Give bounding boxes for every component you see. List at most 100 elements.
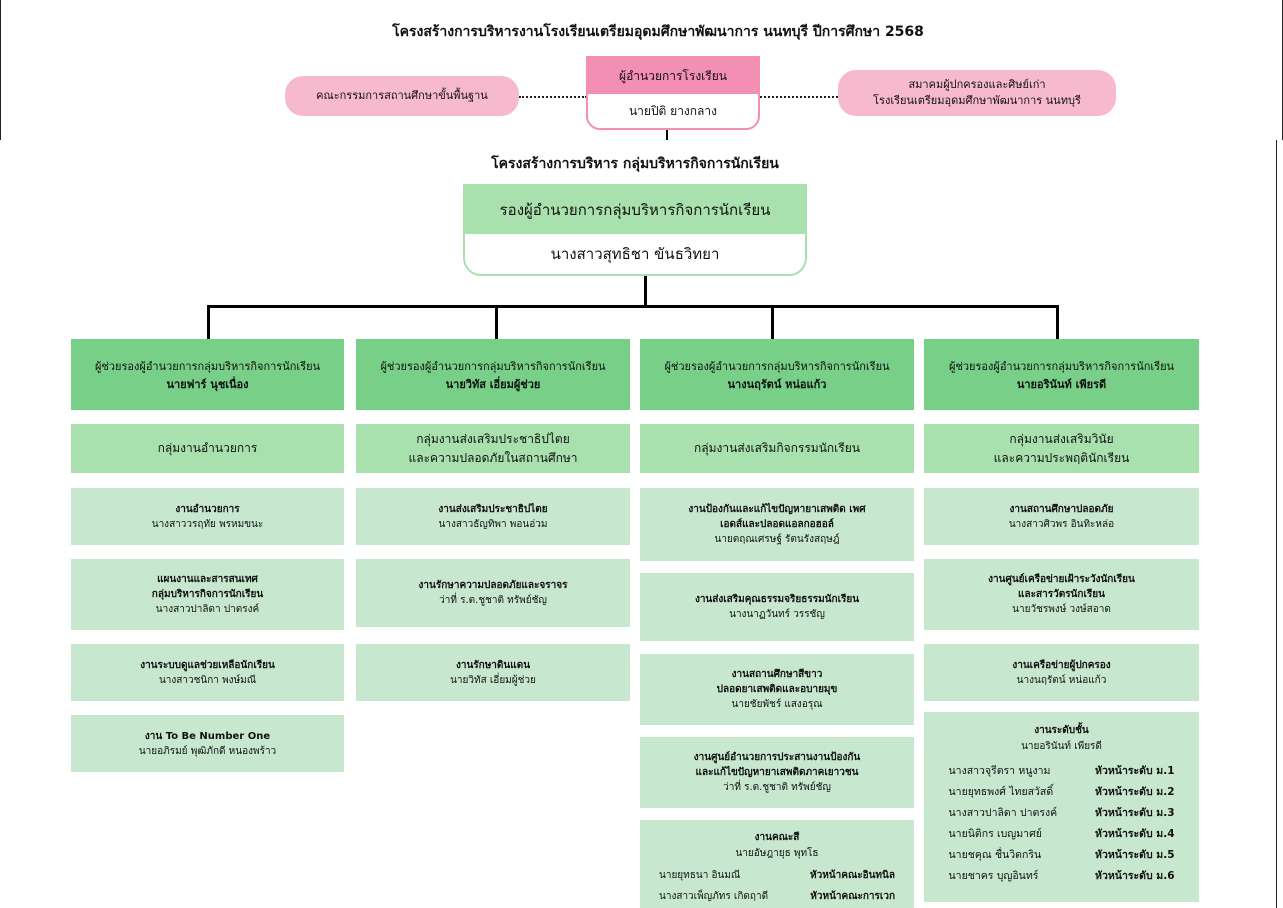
connector-deputy-down <box>644 276 647 306</box>
assistant-title: ผู้ช่วยรองผู้อำนวยการกลุ่มบริหารกิจการนั… <box>94 359 321 373</box>
director-box: ผู้อำนวยการโรงเรียน นายปิติ ยางกลาง <box>586 56 760 130</box>
color-team-row: นางสาวเพ็ญภัทร เกิดฤาดี หัวหน้าคณะการเวก <box>659 891 895 902</box>
connector-col3 <box>771 305 774 339</box>
association-pill: สมาคมผู้ปกครองและศิษย์เก่า โรงเรียนเตรีย… <box>838 70 1116 116</box>
task-person: นายวิทัส เอี่ยมผู้ช่วย <box>450 674 536 686</box>
task-person: นางสาวปาลิดา ปาตรงค์ <box>155 604 260 615</box>
task-title: งาน To Be Number One <box>144 730 271 742</box>
task-title: งานอำนวยการ <box>175 503 240 515</box>
level-team-box: งานระดับชั้น นายอรินันท์ เพียรดี นางสาวจ… <box>924 712 1199 902</box>
task-title: งานระบบดูแลช่วยเหลือนักเรียน <box>140 659 275 671</box>
task-person: นางนาฏวันทร์ วรรชัญ <box>729 609 825 620</box>
task-box: งาน To Be Number One นายอภิรมย์ พุฒิภักด… <box>71 715 344 772</box>
task-title: งานสถานศึกษาปลอดภัย <box>1009 503 1114 515</box>
color-team-box: งานคณะสี นายอัษฎายุธ พุทโธ นายยุทธนา อิน… <box>640 820 914 908</box>
task-title: งานส่งเสริมคุณธรรมจริยธรรมนักเรียน <box>694 594 860 605</box>
task-person: นายอภิรมย์ พุฒิภักดี หนองพร้าว <box>138 745 277 757</box>
group-box-3: กลุ่มงานส่งเสริมกิจกรรมนักเรียน <box>640 424 914 473</box>
assistant-box-1: ผู้ช่วยรองผู้อำนวยการกลุ่มบริหารกิจการนั… <box>71 339 344 410</box>
group-box-1: กลุ่มงานอำนวยการ <box>71 424 344 473</box>
assistant-title: ผู้ช่วยรองผู้อำนวยการกลุ่มบริหารกิจการนั… <box>664 359 890 373</box>
association-line-1: สมาคมผู้ปกครองและศิษย์เก่า <box>908 78 1046 91</box>
group-label: กลุ่มงานส่งเสริมกิจกรรมนักเรียน <box>694 441 860 455</box>
task-title: และสารวัตรนักเรียน <box>1018 589 1105 600</box>
connector-dotted-right <box>760 96 838 98</box>
task-title: งานระดับชั้น <box>1034 725 1089 736</box>
task-box: งานสถานศึกษาสีขาว ปลอดยาเสพติดและอบายมุข… <box>640 654 914 725</box>
level-row: นายชคุณ ชื่นวิตกริน หัวหน้าระดับ ม.5 <box>948 849 1175 861</box>
connector-col4 <box>1056 305 1059 339</box>
connector-col2 <box>495 305 498 339</box>
assistant-box-3: ผู้ช่วยรองผู้อำนวยการกลุ่มบริหารกิจการนั… <box>640 339 914 410</box>
task-box: งานรักษาความปลอดภัยและจราจร ว่าที่ ร.ต.ช… <box>356 559 630 627</box>
task-box: งานสถานศึกษาปลอดภัย นางสาวศิวพร อินทิะหล… <box>924 488 1199 545</box>
task-title: งานศูนย์เครือข่ายเฝ้าระวังนักเรียน <box>988 574 1135 585</box>
assistant-box-4: ผู้ช่วยรองผู้อำนวยการกลุ่มบริหารกิจการนั… <box>924 339 1199 410</box>
task-box: งานส่งเสริมคุณธรรมจริยธรรมนักเรียน นางนา… <box>640 573 914 641</box>
task-person: นางสาววรฤทัย พรหมขนะ <box>151 518 264 530</box>
task-person: นางสาวศิวพร อินทิะหล่อ <box>1008 518 1115 530</box>
task-person: ว่าที่ ร.ต.ชูชาติ ทรัพย์ชัญ <box>723 782 831 793</box>
task-title: แผนงานและสารสนเทศ <box>157 574 258 585</box>
task-title: งานเครือข่ายผู้ปกครอง <box>1012 659 1111 671</box>
task-box: งานระบบดูแลช่วยเหลือนักเรียน นางสาวชนิกา… <box>71 644 344 701</box>
level-row: นายชาคร บุญอินทร์ หัวหน้าระดับ ม.6 <box>948 870 1175 882</box>
connector-dotted-left <box>519 96 587 98</box>
task-title: เอดส์และปลอดแอลกอฮอล์ <box>720 519 834 530</box>
level-row: นางสาวจุรีตรา หนูงาม หัวหน้าระดับ ม.1 <box>948 765 1175 777</box>
task-box: งานศูนย์เครือข่ายเฝ้าระวังนักเรียน และสา… <box>924 559 1199 630</box>
assistant-box-2: ผู้ช่วยรองผู้อำนวยการกลุ่มบริหารกิจการนั… <box>356 339 630 410</box>
task-title: กลุ่มบริหารกิจการนักเรียน <box>151 589 264 600</box>
group-box-2: กลุ่มงานส่งเสริมประชาธิปไตย และความปลอดภ… <box>356 424 630 473</box>
group-label: และความประพฤตินักเรียน <box>993 450 1130 465</box>
group-box-4: กลุ่มงานส่งเสริมวินัย และความประพฤตินักเ… <box>924 424 1199 473</box>
task-box: งานอำนวยการ นางสาววรฤทัย พรหมขนะ <box>71 488 344 545</box>
deputy-name: นางสาวสุทธิชา ขันธวิทยา <box>550 245 720 263</box>
task-person: นางนฤรัตน์ หน่อแก้ว <box>1016 674 1107 686</box>
level-row: นายนิติกร เบญมาศย์ หัวหน้าระดับ ม.4 <box>948 828 1175 840</box>
task-person: นายอรินันท์ เพียรดี <box>1021 741 1102 752</box>
task-title: และแก้ไขปัญหายาเสพติดภาคเยาวชน <box>695 767 859 778</box>
task-person: นางสาวชนิกา พงษ์มณี <box>158 674 257 686</box>
task-box: แผนงานและสารสนเทศ กลุ่มบริหารกิจการนักเร… <box>71 559 344 630</box>
director-title: ผู้อำนวยการโรงเรียน <box>588 58 758 94</box>
group-label: กลุ่มงานอำนวยการ <box>157 441 258 455</box>
task-person: นายชัยพัชร์ แสงอรุณ <box>731 699 823 710</box>
task-person: นางสาวธัญทิพา พอนอ่วม <box>438 518 548 530</box>
chart-title: โครงสร้างการบริหารงานโรงเรียนเตรียมอุดมศ… <box>392 24 924 40</box>
assistant-title: ผู้ช่วยรองผู้อำนวยการกลุ่มบริหารกิจการนั… <box>380 359 606 373</box>
task-box: งานส่งเสริมประชาธิปไตย นางสาวธัญทิพา พอน… <box>356 488 630 545</box>
task-title: งานคณะสี <box>754 832 800 843</box>
connector-col1 <box>207 305 210 339</box>
assistant-name: นายวิทัส เอี่ยมผู้ช่วย <box>445 377 541 391</box>
group-label: กลุ่มงานส่งเสริมประชาธิปไตย <box>416 431 570 446</box>
board-pill: คณะกรรมการสถานศึกษาขั้นพื้นฐาน <box>285 76 519 116</box>
right-frame-line <box>1276 140 1277 908</box>
task-person: นายวัชรพงษ์ วงษ์สอาด <box>1012 604 1111 615</box>
group-label: กลุ่มงานส่งเสริมวินัย <box>1009 431 1114 446</box>
task-person: นายอัษฎายุธ พุทโธ <box>735 848 819 859</box>
group-label: และความปลอดภัยในสถานศึกษา <box>408 450 578 465</box>
assistant-name: นางนฤรัตน์ หน่อแก้ว <box>727 377 827 391</box>
section-title: โครงสร้างการบริหาร กลุ่มบริหารกิจการนักเ… <box>491 156 779 172</box>
task-title: งานศูนย์อำนวยการประสานงานป้องกัน <box>693 752 861 763</box>
task-person: นายตฤณเศรษฐ์ รัตนรังสฤษฎ์ <box>714 534 840 545</box>
task-person: ว่าที่ ร.ต.ชูชาติ ทรัพย์ชัญ <box>439 595 547 606</box>
level-row: นางสาวปาลิดา ปาตรงค์ หัวหน้าระดับ ม.3 <box>948 807 1175 819</box>
task-title: งานส่งเสริมประชาธิปไตย <box>438 503 548 515</box>
director-name: นายปิติ ยางกลาง <box>628 103 718 118</box>
level-row: นายยุทธพงศ์ ไทยสวัสดิ์ หัวหน้าระดับ ม.2 <box>948 786 1175 798</box>
task-title: งานรักษาดินแดน <box>455 659 531 671</box>
task-box: งานศูนย์อำนวยการประสานงานป้องกัน และแก้ไ… <box>640 737 914 808</box>
assistant-name: นายฟาร์ นุชเนื่อง <box>166 377 249 391</box>
task-title: งานสถานศึกษาสีขาว <box>731 669 823 680</box>
deputy-box: รองผู้อำนวยการกลุ่มบริหารกิจการนักเรียน … <box>463 184 807 276</box>
assistant-name: นายอรินันท์ เพียรดี <box>1016 377 1107 391</box>
association-line-2: โรงเรียนเตรียมอุดมศึกษาพัฒนาการ นนทบุรี <box>873 94 1081 107</box>
task-box: งานป้องกันและแก้ไขปัญหายาเสพติด เพศ เอดส… <box>640 488 914 561</box>
color-team-row: นายยุทธนา อินมณี หัวหน้าคณะอินทนิล <box>659 870 895 881</box>
task-title: ปลอดยาเสพติดและอบายมุข <box>716 684 838 695</box>
task-box: งานเครือข่ายผู้ปกครอง นางนฤรัตน์ หน่อแก้… <box>924 644 1199 701</box>
assistant-title: ผู้ช่วยรองผู้อำนวยการกลุ่มบริหารกิจการนั… <box>948 359 1175 373</box>
connector-horizontal <box>207 305 1059 308</box>
